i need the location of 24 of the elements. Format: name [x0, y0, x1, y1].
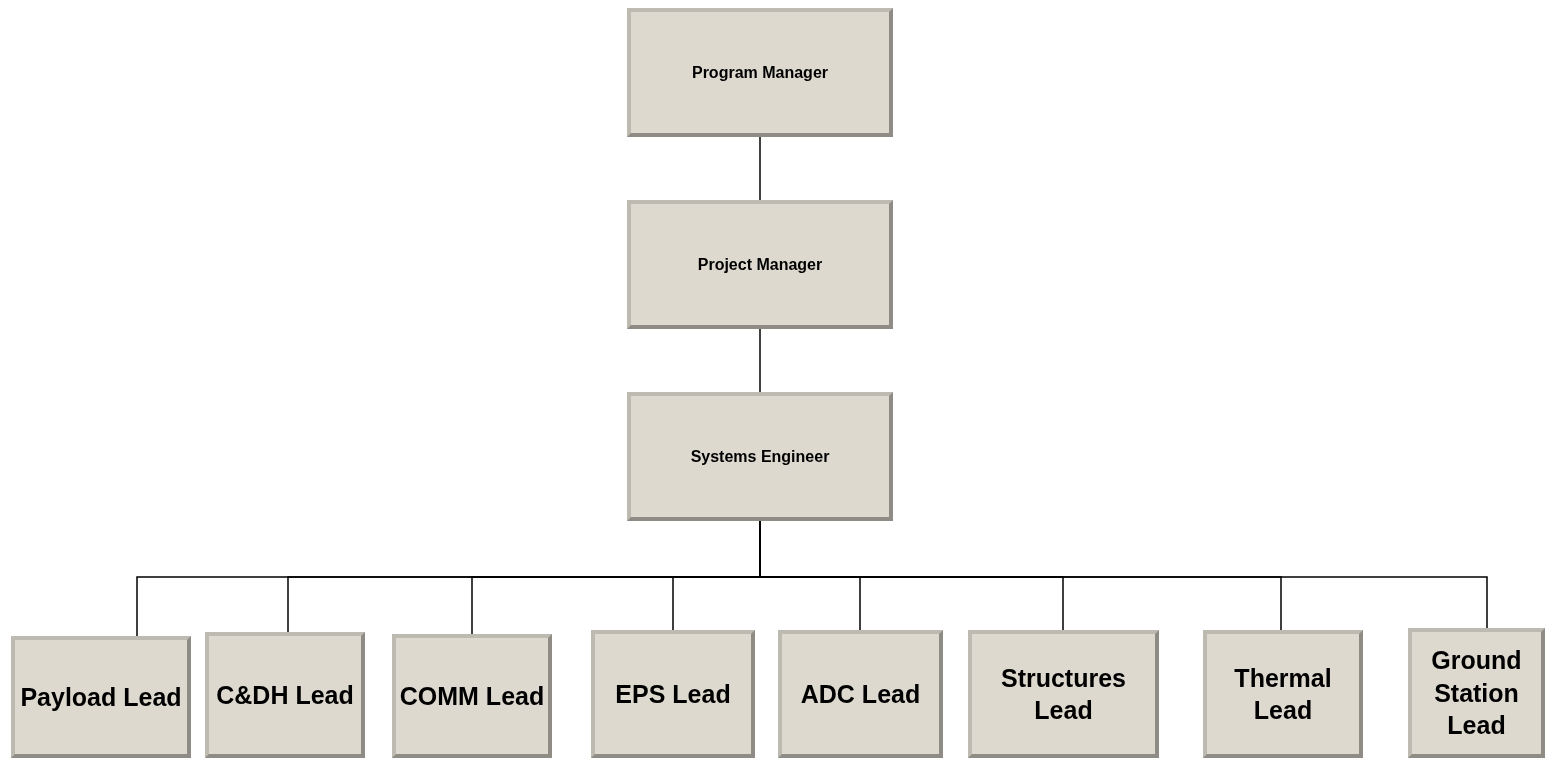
role-title: COMM Lead	[399, 680, 545, 712]
role-title: Structures Lead	[999, 662, 1127, 726]
role-title: EPS Lead	[615, 678, 731, 710]
role-box	[1408, 628, 1545, 758]
role-box	[627, 8, 893, 137]
connector-line	[759, 328, 761, 393]
role-box	[11, 636, 191, 758]
role-title: ADC Lead	[800, 678, 921, 710]
role-title: Program Manager	[691, 63, 828, 82]
role-title: Ground Station Lead	[1430, 645, 1523, 742]
role-title: C&DH Lead	[216, 679, 354, 711]
role-box	[205, 632, 365, 758]
role-box	[1203, 630, 1363, 758]
role-title: Thermal Lead	[1233, 662, 1333, 726]
role-title: Payload Lead	[20, 681, 182, 713]
role-box	[968, 630, 1159, 758]
role-box	[627, 392, 893, 521]
role-title: Systems Engineer	[690, 447, 830, 466]
role-box	[778, 630, 943, 758]
role-box	[591, 630, 755, 758]
role-title: Project Manager	[697, 255, 823, 274]
role-box	[392, 634, 552, 758]
connector-line	[759, 136, 761, 201]
role-box	[627, 200, 893, 329]
